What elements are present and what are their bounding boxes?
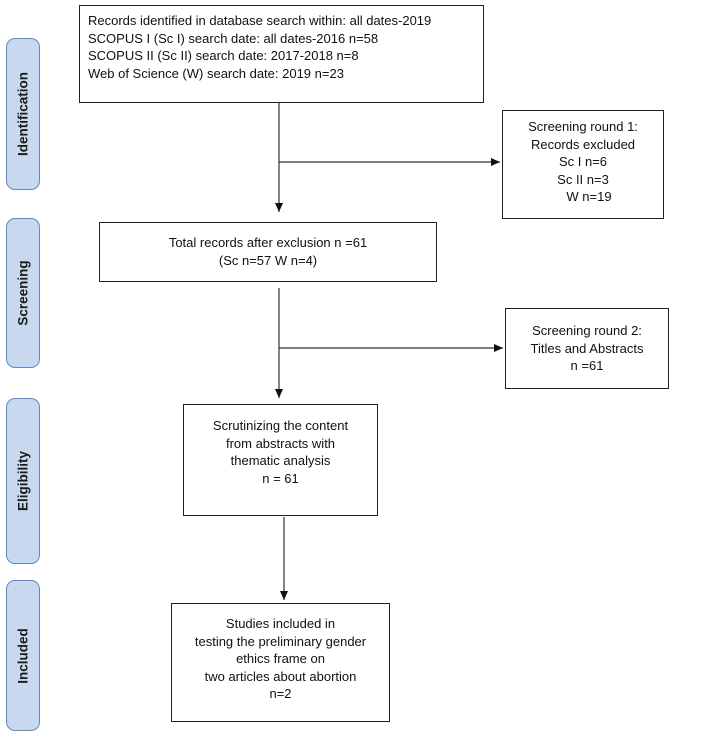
box-line: Sc II n=3 [557, 171, 609, 187]
box-line: Web of Science (W) search date: 2019 n=2… [88, 65, 344, 81]
box-line: testing the preliminary gender [194, 633, 367, 649]
box-line: Total records after exclusion n =61 [168, 235, 368, 250]
phase-identification: Identification [6, 38, 40, 190]
phase-included: Included [6, 580, 40, 731]
box-line: Screening round 2: [532, 323, 642, 338]
box-line: from abstracts with [225, 435, 336, 451]
box-line: Records excluded [530, 136, 636, 152]
phase-eligibility-label: Eligibility [15, 450, 31, 512]
box-line: Studies included in [225, 616, 336, 631]
box-records-identified: Records identified in database search wi… [79, 5, 484, 103]
box-line: (Sc n=57 W n=4) [218, 252, 318, 268]
box-line: SCOPUS II (Sc II) search date: 2017-2018… [88, 48, 359, 63]
box-line: thematic analysis [230, 453, 331, 468]
box-line: Records identified in database search wi… [88, 13, 432, 28]
box-line: Scrutinizing the content [212, 418, 349, 433]
box-screening-round-2: Screening round 2: Titles and Abstracts … [505, 308, 669, 389]
box-line: two articles about abortion [204, 668, 357, 684]
box-line: n = 61 [262, 470, 299, 486]
box-line: ethics frame on [236, 651, 325, 666]
phase-screening-label: Screening [15, 260, 31, 326]
phase-eligibility: Eligibility [6, 398, 40, 564]
box-line: n=2 [269, 686, 292, 701]
box-screening-round-1: Screening round 1: Records excluded Sc I… [502, 110, 664, 219]
box-line: Sc I n=6 [558, 154, 608, 169]
box-line: SCOPUS I (Sc I) search date: all dates-2… [88, 30, 379, 46]
phase-identification-label: Identification [15, 72, 31, 156]
phase-screening: Screening [6, 218, 40, 368]
box-line: n =61 [570, 358, 604, 373]
box-studies-included: Studies included in testing the prelimin… [171, 603, 390, 722]
box-line: W n=19 [566, 189, 612, 204]
box-line: Screening round 1: [528, 119, 638, 134]
box-line: Titles and Abstracts [530, 340, 644, 356]
phase-included-label: Included [15, 627, 31, 684]
box-scrutinizing: Scrutinizing the content from abstracts … [183, 404, 378, 516]
box-after-exclusion: Total records after exclusion n =61 (Sc … [99, 222, 437, 282]
